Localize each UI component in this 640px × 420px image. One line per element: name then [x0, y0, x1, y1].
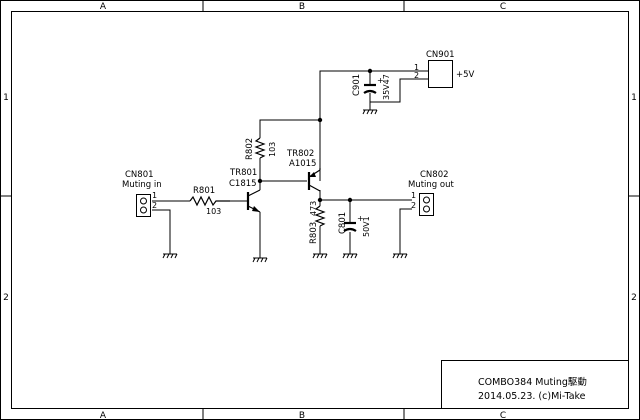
wire-cn801-gnd: [152, 209, 171, 254]
cn802-connector: CN802 Muting out 1 2: [408, 170, 454, 216]
cn901-connector: CN901 1 2 +5V: [414, 50, 475, 88]
c901-capacitor: + C901 35V47: [352, 74, 391, 100]
column-label-b-top: B: [299, 2, 305, 12]
column-label-c-bottom: C: [500, 411, 506, 420]
cn802-label: Muting out: [408, 180, 454, 190]
column-label-b-bottom: B: [299, 411, 305, 420]
ground-icon: [362, 109, 378, 115]
svg-text:+: +: [357, 214, 364, 223]
r802-ref: R802: [245, 138, 255, 160]
junction-r802: [317, 117, 323, 123]
cn901-pin1-label: 1: [414, 63, 419, 72]
r801-resistor: R801 103: [189, 186, 230, 216]
title-block: COMBO384 Muting駆動 2014.05.23. (c)Mi-Take: [441, 360, 629, 409]
cn801-connector: CN801 Muting in 1 2: [122, 170, 162, 217]
c801-value: 50V1: [362, 216, 371, 237]
column-labels-top: A B C: [100, 2, 506, 12]
row-label-1-right: 1: [631, 93, 637, 103]
ground-icon: [342, 253, 358, 259]
junction-c801: [347, 197, 353, 203]
ground-symbols: [162, 109, 408, 263]
title-block-title: COMBO384 Muting駆動: [478, 377, 587, 388]
row-label-1-left: 1: [3, 93, 9, 103]
column-labels-bottom: A B C: [100, 411, 506, 420]
c901-ref: C901: [352, 74, 362, 96]
junction-r803: [317, 197, 323, 203]
cn802-pin2-label: 2: [411, 201, 416, 210]
net-label-5v: +5V: [456, 70, 475, 80]
tr801-transistor: TR801 C1815: [229, 168, 261, 213]
r803-value: 473: [309, 201, 318, 216]
wire-r802-top: [259, 119, 320, 138]
tr802-ref: TR802: [286, 149, 314, 159]
ground-icon: [392, 253, 408, 259]
r803-resistor: R803 473: [309, 201, 326, 244]
wire-cn802-gnd: [399, 208, 412, 254]
r802-resistor: R802 103: [245, 137, 277, 160]
cn802-ref: CN802: [420, 170, 449, 180]
junction-c901: [367, 68, 373, 74]
cn802-pin1-label: 1: [411, 191, 416, 200]
column-label-c-top: C: [500, 2, 506, 12]
junctions: [257, 68, 373, 203]
tr801-part: C1815: [229, 179, 257, 189]
r803-ref: R803: [309, 222, 319, 244]
junction-tr801-collector: [257, 178, 263, 184]
tr801-ref: TR801: [229, 168, 257, 178]
column-label-a-top: A: [100, 2, 107, 12]
c801-capacitor: + C801 50V1: [338, 212, 371, 237]
cn801-pin2-label: 2: [152, 201, 157, 210]
cn801-ref: CN801: [125, 170, 154, 180]
tr802-part: A1015: [289, 159, 316, 169]
tr802-transistor: TR802 A1015: [286, 149, 321, 192]
r801-value: 103: [206, 207, 221, 216]
ground-icon: [312, 253, 328, 259]
row-label-2-left: 2: [3, 293, 9, 303]
r801-ref: R801: [193, 186, 215, 196]
cn801-label: Muting in: [122, 180, 162, 190]
wire-cn901-gnd: [370, 78, 428, 103]
title-block-date-credit: 2014.05.23. (c)Mi-Take: [478, 391, 586, 402]
cn901-ref: CN901: [426, 50, 455, 60]
c801-ref: C801: [338, 212, 348, 234]
r802-value: 103: [268, 142, 277, 157]
cn901-pin2-label: 2: [414, 71, 419, 80]
cn901-body: [428, 60, 453, 88]
ground-icon: [162, 253, 178, 259]
row-label-2-right: 2: [631, 293, 637, 303]
wire-5v-rail: [319, 70, 428, 181]
column-label-a-bottom: A: [100, 411, 107, 420]
row-labels: 1 1 2 2: [3, 93, 637, 303]
svg-text:+: +: [377, 76, 384, 85]
wire-out-line: [319, 190, 412, 201]
c901-value: 35V47: [382, 74, 391, 100]
wires: [152, 70, 428, 258]
ground-icon: [252, 257, 268, 263]
cn801-pin1-label: 1: [152, 191, 157, 200]
